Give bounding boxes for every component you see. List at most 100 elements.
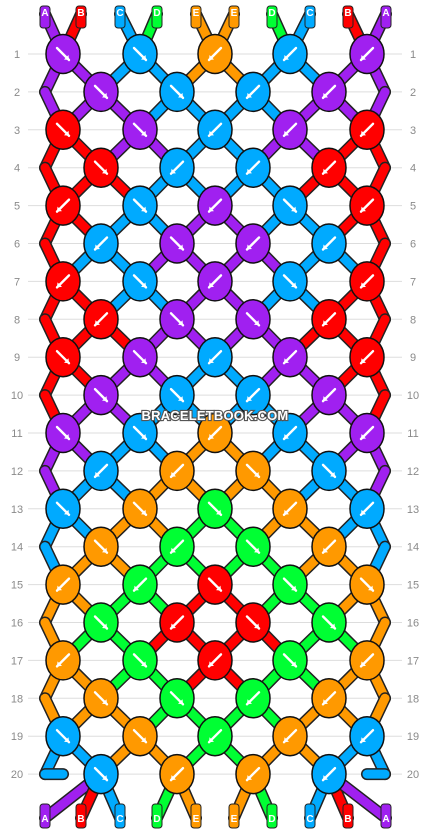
knot-arrowhead <box>209 130 214 136</box>
knot-arrowhead <box>284 737 289 743</box>
row-number-right: 6 <box>410 239 416 251</box>
knot <box>83 223 119 264</box>
strand-label-bottom: E <box>193 814 200 825</box>
knot-arrowhead <box>141 661 146 667</box>
knot <box>45 564 81 605</box>
knot-arrowhead <box>102 623 107 629</box>
knot <box>122 33 158 75</box>
knot-arrowhead <box>209 55 214 60</box>
row-number-right: 11 <box>407 428 418 440</box>
strand-label-bottom: B <box>344 814 351 825</box>
knot-arrowhead <box>141 130 146 136</box>
row-number-left: 18 <box>11 693 23 705</box>
knot-arrowhead <box>141 206 146 212</box>
knot-arrowhead <box>291 585 296 591</box>
knot-arrowhead <box>64 55 69 60</box>
knot-arrowhead <box>95 320 100 326</box>
knot <box>349 488 385 530</box>
knot <box>311 526 347 567</box>
knot <box>235 526 271 567</box>
knot <box>122 185 158 226</box>
strand-cap-top <box>304 5 316 29</box>
knot <box>349 640 385 681</box>
row-number-right: 3 <box>410 125 416 137</box>
knot-arrowhead <box>141 358 146 364</box>
knot <box>45 715 81 757</box>
knot <box>349 336 385 378</box>
row-number-left: 15 <box>11 580 23 592</box>
knot-arrowhead <box>361 358 366 364</box>
strand-cap-bottom <box>228 803 240 829</box>
row-number-right: 18 <box>407 693 419 705</box>
row-number-left: 6 <box>14 239 20 251</box>
knot-arrowhead <box>141 434 146 439</box>
strand-label-bottom: A <box>382 814 389 825</box>
knot <box>272 261 308 302</box>
knot-arrowhead <box>209 282 214 288</box>
knot <box>272 640 308 681</box>
knot <box>235 71 271 113</box>
knot-arrowhead <box>323 92 328 98</box>
knot-arrowhead <box>323 244 328 250</box>
strand-label-top: E <box>193 8 200 19</box>
row-number-right: 9 <box>410 352 416 364</box>
knot-arrowhead <box>254 547 259 553</box>
knot <box>197 412 233 454</box>
knot <box>83 299 119 340</box>
strand-cap-bottom <box>39 803 51 829</box>
knot <box>197 564 233 605</box>
knot-arrowhead <box>361 661 366 667</box>
knot <box>122 336 158 378</box>
knot-arrowhead <box>247 244 252 250</box>
knot <box>197 488 233 530</box>
row-number-right: 5 <box>410 201 416 213</box>
row-number-right: 2 <box>410 87 416 99</box>
strand-label-top: C <box>306 8 313 19</box>
strand-cap-bottom <box>190 803 202 829</box>
row-number-right: 15 <box>407 580 419 592</box>
knot-arrowhead <box>209 358 214 364</box>
row-number-left: 13 <box>11 504 23 516</box>
knot-arrowhead <box>247 396 252 402</box>
knot-arrowhead <box>284 509 289 515</box>
knot <box>272 109 308 151</box>
strand-cap-top <box>190 5 202 29</box>
row-number-left: 11 <box>11 428 22 440</box>
knot <box>122 109 158 151</box>
knot <box>272 715 308 757</box>
knot <box>159 602 195 643</box>
knot <box>83 147 119 188</box>
row-number-left: 4 <box>14 163 20 175</box>
knot <box>272 336 308 378</box>
knot <box>122 488 158 530</box>
knot-arrowhead <box>361 509 366 515</box>
strand-cap-top <box>151 5 163 29</box>
knot-arrowhead <box>323 168 328 174</box>
knot <box>159 450 195 492</box>
knot <box>45 488 81 530</box>
knot <box>45 640 81 681</box>
knot-arrowhead <box>178 320 183 326</box>
knot <box>235 147 271 188</box>
knot-arrowhead <box>141 55 146 60</box>
knot <box>122 261 158 302</box>
knot <box>272 412 308 454</box>
strand-cap-bottom <box>304 803 316 829</box>
knot <box>349 33 385 75</box>
knot <box>349 261 385 302</box>
knot-arrowhead <box>102 699 107 705</box>
row-number-left: 1 <box>14 49 20 61</box>
knot-arrowhead <box>216 509 221 515</box>
knot-arrowhead <box>330 623 335 629</box>
knot-arrowhead <box>209 661 214 667</box>
row-number-left: 2 <box>14 87 20 99</box>
strand-cap-top <box>380 5 392 29</box>
knot <box>83 526 119 567</box>
strand-cap-bottom <box>114 803 126 829</box>
knot <box>122 715 158 757</box>
knot-arrowhead <box>57 282 62 288</box>
row-number-right: 16 <box>407 618 419 630</box>
strand-label-top: E <box>231 8 238 19</box>
knot-arrowhead <box>178 244 183 250</box>
